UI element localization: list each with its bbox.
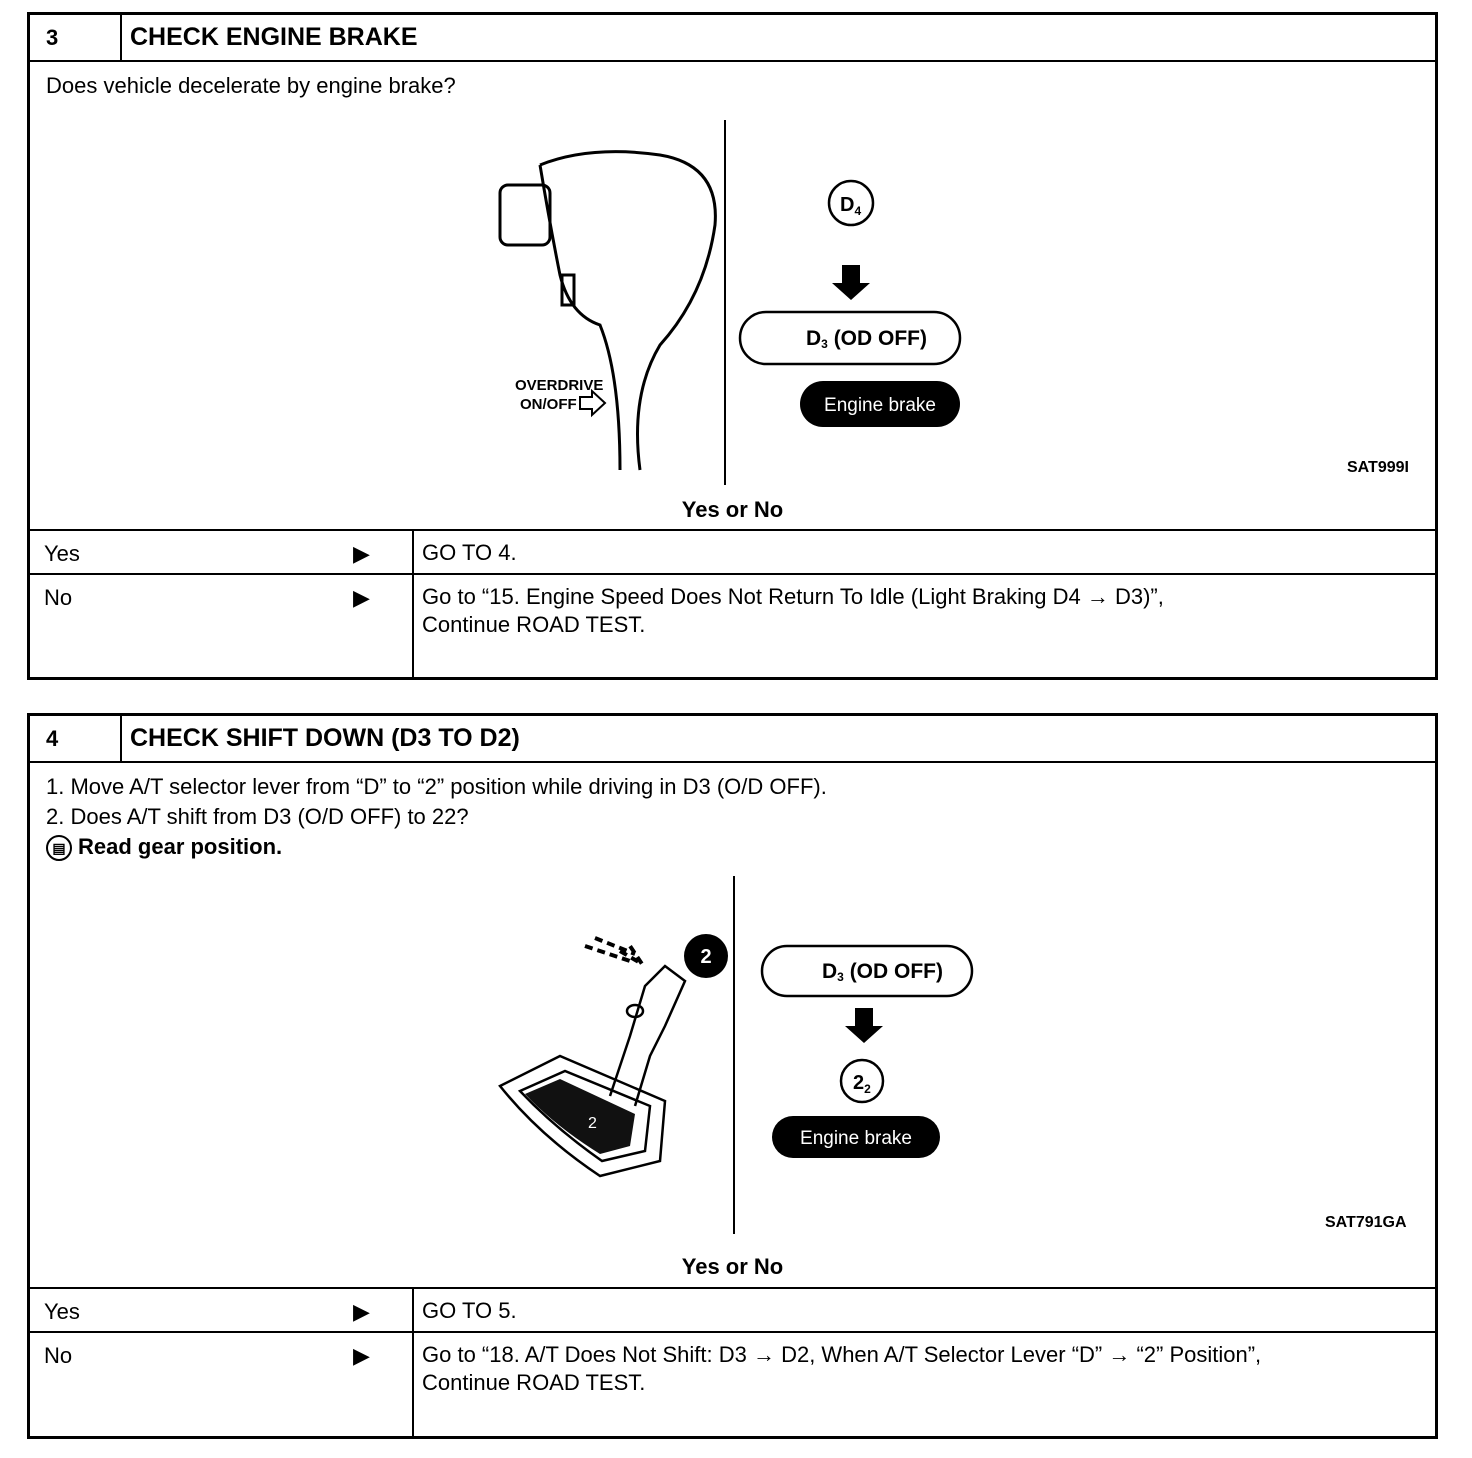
push-arrow-icon <box>584 936 644 966</box>
engine-brake-text: Engine brake <box>824 395 936 416</box>
figure-code: SAT791GA <box>1325 1214 1407 1231</box>
step-title: CHECK ENGINE BRAKE <box>130 23 418 51</box>
yes-result: GO TO 4. <box>422 540 517 565</box>
svg-text:D3 (OD OFF): D3 (OD OFF) <box>806 327 927 351</box>
no-row: No ▶ Go to “18. A/T Does Not Shift: D3 →… <box>30 1331 1435 1436</box>
selector-figure: 2 2 D3 (OD OFF) 22 Engine brake <box>498 876 974 1234</box>
no-result-line-1: Go to “15. Engine Speed Does Not Return … <box>422 584 1164 609</box>
od-off-pill <box>760 944 974 998</box>
step-number: 4 <box>30 716 122 761</box>
step-title: CHECK SHIFT DOWN (D3 TO D2) <box>130 724 520 752</box>
shift-lever-figure: OVERDRIVE ON/OFF D4 D3 (OD OFF) Engine b… <box>498 120 962 485</box>
svg-text:2: 2 <box>700 946 711 968</box>
figure-code: SAT999I <box>1347 459 1409 476</box>
d4-circle <box>827 179 875 227</box>
selector-gate-illustration <box>498 964 687 1178</box>
arrow-icon: ▶ <box>353 1299 370 1324</box>
yes-row: Yes ▶ GO TO 5. <box>30 1287 1435 1333</box>
arrow-icon: ▶ <box>353 541 370 566</box>
no-result-line-1: Go to “18. A/T Does Not Shift: D3 → D2, … <box>422 1342 1262 1367</box>
consult-icon: ▤ <box>46 835 72 862</box>
no-result-line-2: Continue ROAD TEST. <box>422 1370 646 1395</box>
read-gear-text: Read gear position. <box>78 834 283 859</box>
instruction-1: 1. Move A/T selector lever from “D” to “… <box>46 774 827 799</box>
step-4-box: 4 CHECK SHIFT DOWN (D3 TO D2) 1. Move A/… <box>27 713 1438 1439</box>
down-arrow-icon <box>845 1008 883 1043</box>
shift-knob-illustration <box>498 150 717 471</box>
down-arrow-icon <box>832 265 870 300</box>
two-two-circle <box>839 1058 885 1104</box>
yes-or-no-label: Yes or No <box>681 1254 784 1279</box>
arrow-icon: ▶ <box>353 1343 370 1368</box>
yes-label: Yes <box>44 541 80 566</box>
step-4-header: 4 CHECK SHIFT DOWN (D3 TO D2) <box>30 716 1435 763</box>
no-row: No ▶ Go to “15. Engine Speed Does Not Re… <box>30 573 1435 677</box>
yes-or-no-label: Yes or No <box>681 497 784 522</box>
svg-text:22: 22 <box>853 1072 871 1096</box>
yes-result: GO TO 5. <box>422 1298 517 1323</box>
onoff-label: ON/OFF <box>520 396 577 413</box>
engine-brake-badge <box>772 1116 940 1158</box>
no-result-line-2: Continue ROAD TEST. <box>422 612 646 637</box>
step-3-header: 3 CHECK ENGINE BRAKE <box>30 15 1435 62</box>
gate-2-label: 2 <box>588 1115 597 1132</box>
overdrive-arrow-icon <box>579 388 607 418</box>
yes-label: Yes <box>44 1299 80 1324</box>
no-label: No <box>44 585 73 610</box>
yes-row: Yes ▶ GO TO 4. <box>30 529 1435 575</box>
od-off-pill <box>738 310 962 366</box>
instruction-3: ▤Read gear position. <box>46 832 282 862</box>
instruction-2: 2. Does A/T shift from D3 (O/D OFF) to 2… <box>46 804 469 829</box>
number-2-circle <box>684 934 728 978</box>
overdrive-label: OVERDRIVE <box>515 377 603 394</box>
no-label: No <box>44 1343 73 1368</box>
engine-brake-badge <box>800 381 960 427</box>
engine-brake-text: Engine brake <box>800 1128 912 1149</box>
step-question: Does vehicle decelerate by engine brake? <box>46 73 456 98</box>
arrow-icon: ▶ <box>353 585 370 610</box>
step-number: 3 <box>30 15 122 60</box>
dark-slot <box>525 1079 635 1154</box>
svg-text:D4: D4 <box>840 194 861 218</box>
svg-text:D3 (OD OFF): D3 (OD OFF) <box>822 960 943 984</box>
step-3-box: 3 CHECK ENGINE BRAKE Does vehicle decele… <box>27 12 1438 680</box>
